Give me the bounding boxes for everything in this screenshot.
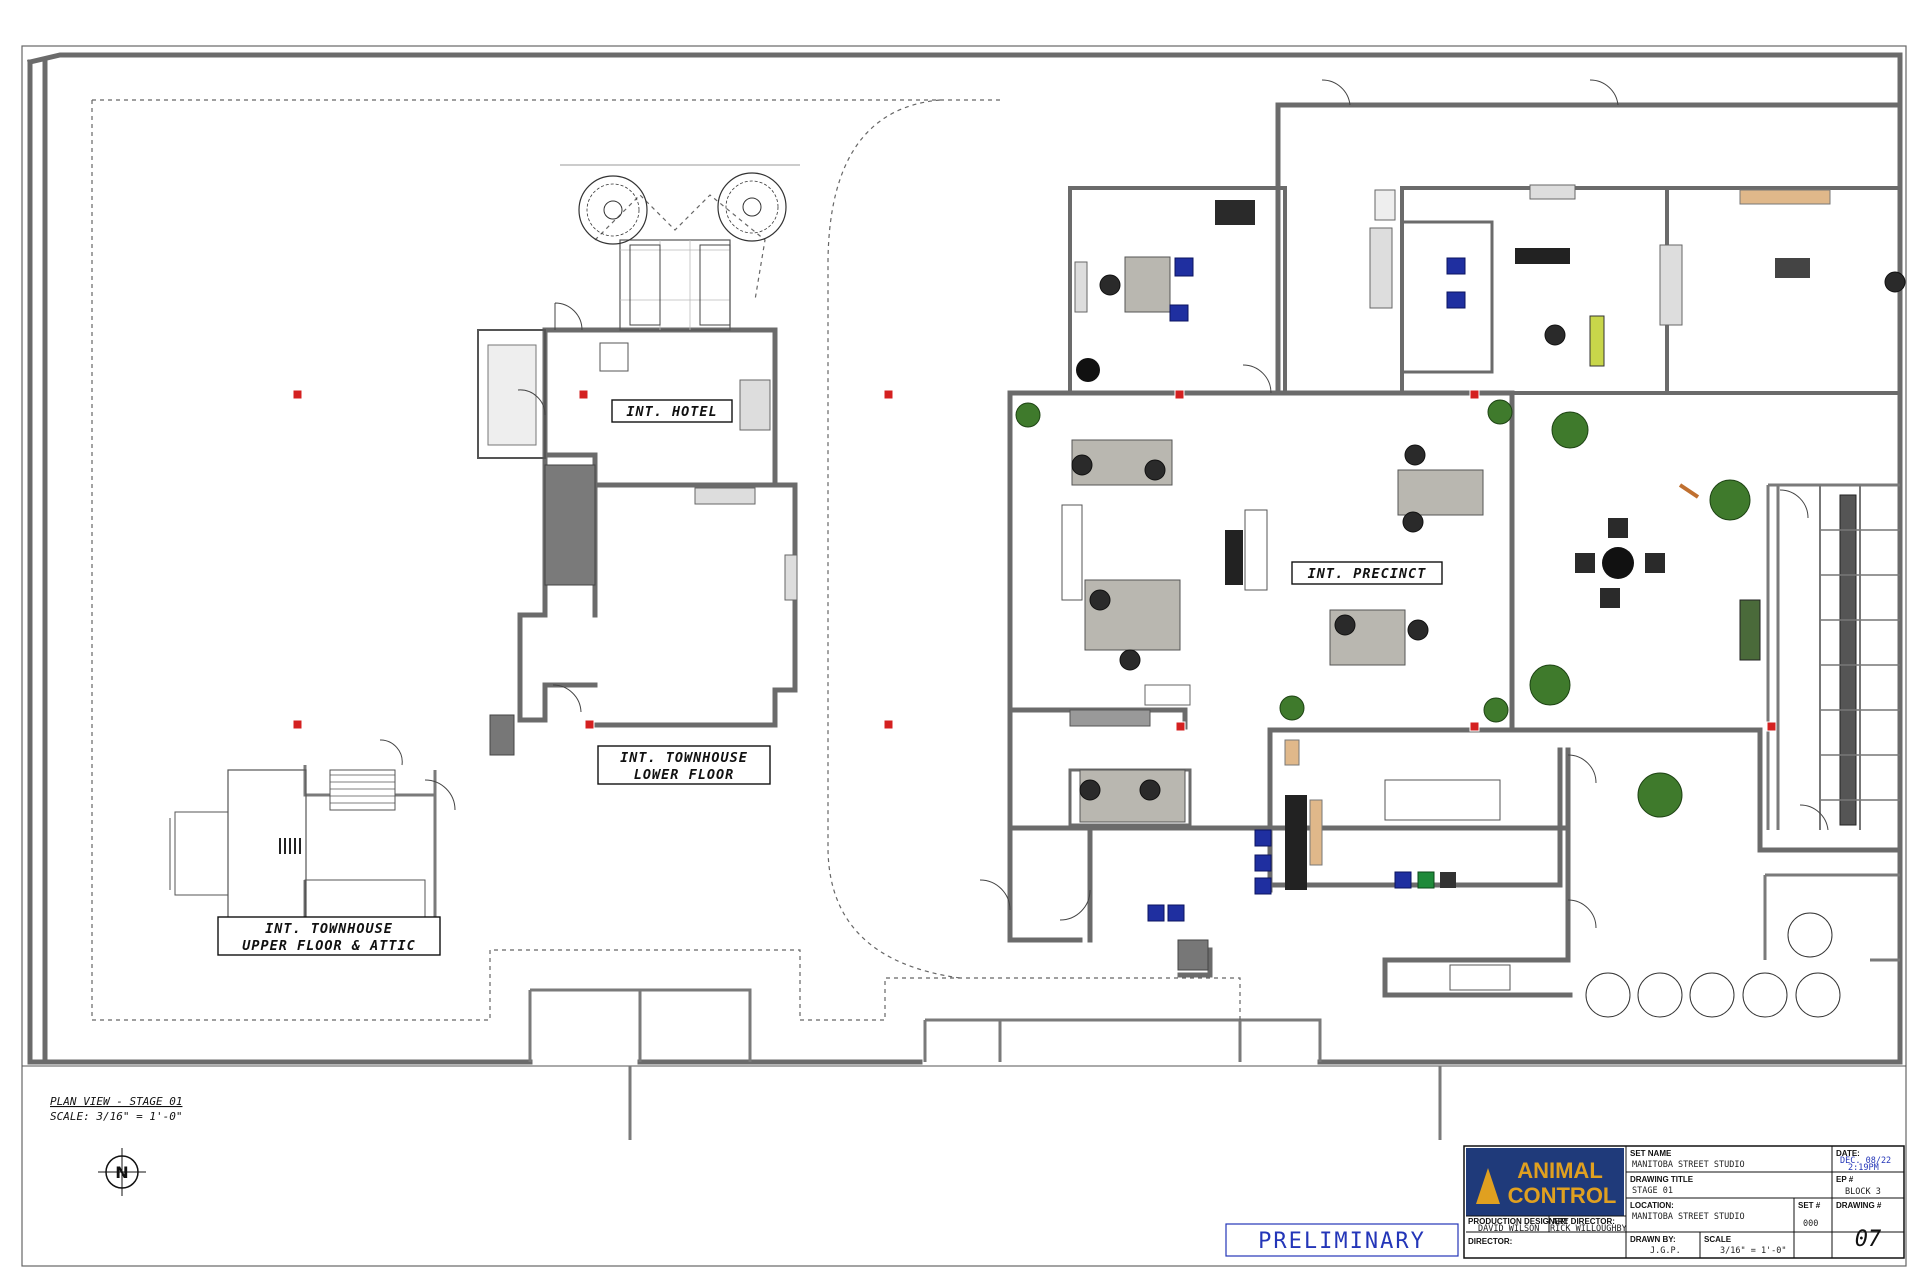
- title-block: ANIMAL CONTROL PRODUCTION DESIGNER: DAVI…: [1463, 1145, 1905, 1259]
- svg-text:SCALE: 3/16" = 1'-0": SCALE: 3/16" = 1'-0": [50, 1110, 182, 1123]
- svg-text:CONTROL: CONTROL: [1508, 1183, 1617, 1208]
- tree-right: [717, 172, 787, 242]
- svg-text:PRELIMINARY: PRELIMINARY: [1258, 1229, 1426, 1254]
- room-label-townhouse-lower: INT. TOWNHOUSE LOWER FLOOR: [597, 745, 771, 785]
- svg-text:000: 000: [1803, 1219, 1818, 1229]
- stage-exterior-walls: [22, 52, 1906, 1140]
- svg-text:INT. PRECINCT: INT. PRECINCT: [1308, 566, 1427, 582]
- townhouse-upper-block: [169, 739, 456, 941]
- plan-notes: PLAN VIEW - STAGE 01 SCALE: 3/16" = 1'-0…: [50, 1095, 182, 1123]
- svg-text:LOCATION:: LOCATION:: [1630, 1201, 1674, 1210]
- svg-text:ART DIRECTOR:: ART DIRECTOR:: [1552, 1217, 1615, 1226]
- svg-text:SET #: SET #: [1798, 1201, 1821, 1210]
- svg-text:PLAN VIEW - STAGE 01: PLAN VIEW - STAGE 01: [50, 1095, 182, 1108]
- svg-text:DATE:: DATE:: [1836, 1149, 1860, 1158]
- north-arrow-icon: N: [98, 1148, 146, 1196]
- hotel-townhouse-block: [477, 164, 800, 756]
- svg-text:DIRECTOR:: DIRECTOR:: [1468, 1237, 1512, 1246]
- svg-text:INT. TOWNHOUSE: INT. TOWNHOUSE: [620, 750, 748, 766]
- tree-left: [578, 175, 648, 245]
- svg-text:INT. HOTEL: INT. HOTEL: [626, 404, 717, 420]
- svg-text:3/16" = 1'-0": 3/16" = 1'-0": [1720, 1246, 1787, 1256]
- precinct-offices: [979, 79, 1906, 1018]
- svg-text:MANITOBA STREET STUDIO: MANITOBA STREET STUDIO: [1632, 1212, 1745, 1222]
- plants: [1015, 358, 1751, 818]
- svg-text:DEC. 08/22: DEC. 08/22: [1840, 1156, 1891, 1166]
- room-label-townhouse-upper: INT. TOWNHOUSE UPPER FLOOR & ATTIC: [217, 916, 441, 956]
- svg-text:PRODUCTION DESIGNER:: PRODUCTION DESIGNER:: [1468, 1217, 1568, 1226]
- stage-boundary: [91, 99, 1241, 1021]
- svg-text:MANITOBA STREET STUDIO: MANITOBA STREET STUDIO: [1632, 1160, 1745, 1170]
- room-label-precinct: INT. PRECINCT: [1291, 561, 1443, 585]
- sheet-border: [21, 45, 1907, 1267]
- camera-markers: [292, 389, 1777, 732]
- svg-text:UPPER FLOOR & ATTIC: UPPER FLOOR & ATTIC: [242, 938, 415, 954]
- room-label-hotel: INT. HOTEL: [611, 399, 733, 423]
- svg-text:EP #: EP #: [1836, 1175, 1854, 1184]
- svg-text:2:19PM: 2:19PM: [1848, 1163, 1879, 1173]
- svg-text:DRAWN BY:: DRAWN BY:: [1630, 1235, 1676, 1244]
- svg-text:LOWER FLOOR: LOWER FLOOR: [634, 767, 734, 783]
- svg-text:07: 07: [1855, 1227, 1882, 1252]
- svg-text:INT. TOWNHOUSE: INT. TOWNHOUSE: [265, 921, 393, 937]
- svg-text:RICK WILLOUGHBY: RICK WILLOUGHBY: [1550, 1224, 1627, 1234]
- svg-text:STAGE 01: STAGE 01: [1632, 1186, 1673, 1196]
- svg-text:ANIMAL: ANIMAL: [1517, 1158, 1603, 1183]
- svg-text:SCALE: SCALE: [1704, 1235, 1732, 1244]
- svg-text:N: N: [115, 1163, 128, 1182]
- svg-text:J.G.P.: J.G.P.: [1650, 1246, 1681, 1256]
- svg-text:DRAWING #: DRAWING #: [1836, 1201, 1882, 1210]
- svg-text:SET NAME: SET NAME: [1630, 1149, 1672, 1158]
- svg-text:BLOCK 3: BLOCK 3: [1845, 1187, 1881, 1197]
- preliminary-stamp: PRELIMINARY: [1225, 1223, 1459, 1257]
- svg-text:DRAWING TITLE: DRAWING TITLE: [1630, 1175, 1694, 1184]
- svg-text:DAVID WILSON: DAVID WILSON: [1478, 1224, 1539, 1234]
